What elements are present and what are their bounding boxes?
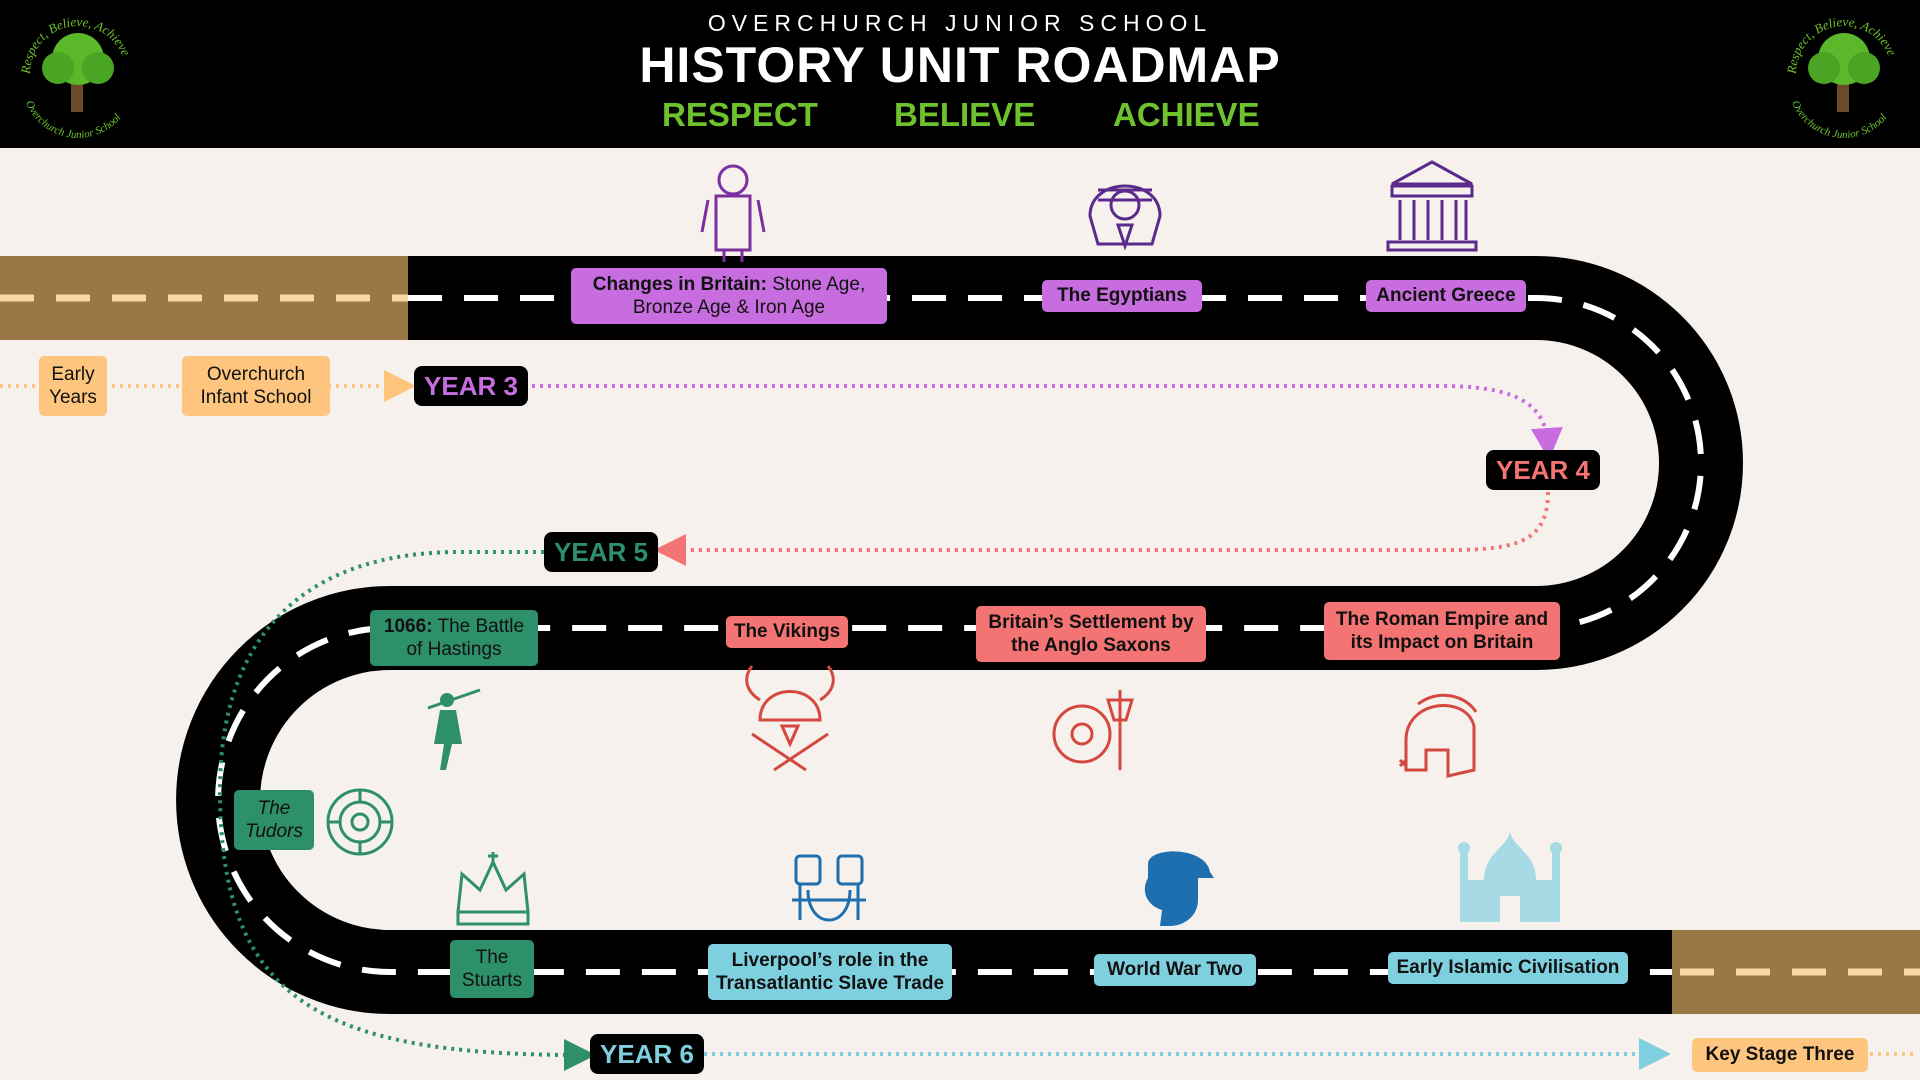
year5-arrow [217,550,596,1071]
unit-egyptians: The Egyptians [1042,280,1202,312]
unit-hastings-bold: 1066: [383,615,433,637]
page-title: HISTORY UNIT ROADMAP [639,37,1281,93]
unit-ancient-greece: Ancient Greece [1366,280,1526,312]
school-name: OVERCHURCH JUNIOR SCHOOL [707,10,1213,36]
motto-believe: BELIEVE [894,96,1036,133]
unit-hastings-text: The Battle of Hastings [406,615,525,660]
caveman-icon [700,164,766,262]
unit-early-islamic: Early Islamic Civilisation [1388,952,1628,984]
year6-badge: YEAR 6 [590,1034,704,1074]
year3-arrow [532,384,1563,460]
school-logo-left: Respect, Believe, Achieve Overchurch Jun… [18,14,134,141]
year5-badge: YEAR 5 [544,532,658,572]
road-center-dashes [215,295,1704,975]
unit-battle-of-hastings: 1066: The Battle of Hastings [370,610,538,666]
key-stage-three-label: Key Stage Three [1692,1038,1868,1072]
chained-fists-icon [792,854,866,922]
infant-school-label: Overchurch Infant School [182,356,330,416]
norman-soldier-icon [427,688,481,770]
unit-stone-age-bold: Changes in Britain: [592,273,767,295]
unit-stone-age-text: Stone Age, Bronze Age & Iron Age [632,273,866,318]
unit-world-war-two: World War Two [1094,954,1256,986]
tudor-rose-icon [326,788,394,856]
greek-temple-icon [1386,160,1478,252]
unit-anglo-saxons: Britain’s Settlement by the Anglo Saxons [976,606,1206,662]
school-logo-right: Respect, Believe, Achieve Overchurch Jun… [1784,14,1900,141]
unit-tudors: The Tudors [234,790,314,850]
pharaoh-icon [1088,184,1162,251]
unit-stone-age: Changes in Britain: Stone Age, Bronze Ag… [571,268,887,324]
viking-helmet-icon [745,665,835,772]
header-bar: OVERCHURCH JUNIOR SCHOOL HISTORY UNIT RO… [0,0,1920,148]
year4-badge: YEAR 4 [1486,450,1600,490]
mosque-icon [1458,830,1562,922]
roman-helmet-icon [1398,693,1478,778]
unit-vikings: The Vikings [726,616,848,648]
unit-slave-trade: Liverpool’s role in the Transatlantic Sl… [708,944,952,1000]
crown-icon [456,852,530,926]
soldier-helmet-icon [1144,851,1214,926]
motto-achieve: ACHIEVE [1113,96,1260,133]
year4-arrow [654,491,1550,566]
unit-roman-empire: The Roman Empire and its Impact on Brita… [1324,602,1560,660]
unit-stuarts: The Stuarts [450,940,534,998]
early-years-label: Early Years [39,356,107,416]
anglo-saxon-shield-icon [1052,690,1135,770]
year3-badge: YEAR 3 [414,366,528,406]
motto-respect: RESPECT [662,96,818,133]
